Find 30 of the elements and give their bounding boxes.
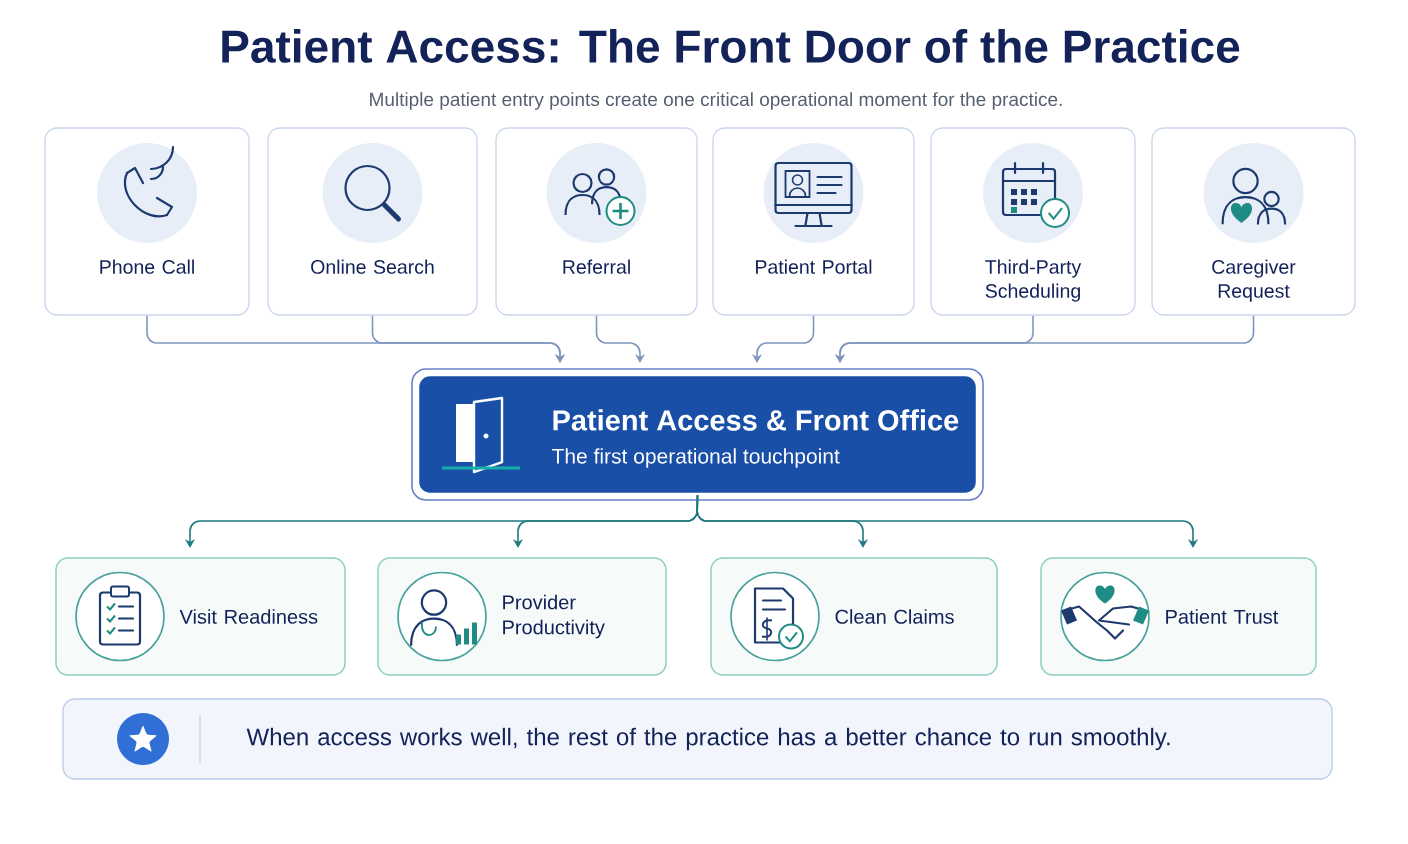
card-label: Patient Trust bbox=[1166, 609, 1279, 624]
outcome-card bbox=[1040, 557, 1317, 676]
entry-point-card bbox=[267, 127, 478, 316]
entry-point-card bbox=[44, 127, 250, 316]
entry-point-card bbox=[712, 127, 915, 316]
card-label: Visit Readiness bbox=[179, 609, 318, 624]
card-label: Third-Party Scheduling bbox=[985, 259, 1082, 302]
hub-box bbox=[411, 368, 984, 501]
title: Patient Access: The Front Door of the Practice bbox=[222, 29, 1240, 63]
connector-arrow bbox=[595, 314, 646, 363]
card-label: Provider Productivity bbox=[503, 594, 605, 639]
card-label: Online Search bbox=[311, 259, 434, 274]
connector-arrow bbox=[371, 314, 566, 363]
entry-point-card bbox=[930, 127, 1136, 316]
card-label: Clean Claims bbox=[835, 609, 954, 624]
hub-title: Patient Access & Front Office bbox=[553, 409, 959, 431]
card-label: Caregiver Request bbox=[1212, 259, 1296, 302]
hub-subtitle: The first operational touchpoint bbox=[552, 448, 840, 468]
card-label: Referral bbox=[563, 259, 630, 274]
outcome-card bbox=[710, 557, 998, 676]
connector-arrow bbox=[696, 494, 1199, 548]
outcome-card bbox=[55, 557, 346, 676]
entry-point-card bbox=[495, 127, 698, 316]
card-label: Patient Portal bbox=[756, 259, 872, 274]
entry-point-card bbox=[1151, 127, 1356, 316]
callout-text: When access works well, the rest of the practice has a better chance to run smoothly. bbox=[246, 727, 1170, 751]
callout-banner bbox=[62, 698, 1333, 780]
subtitle: Multiple patient entry points create one critical operational moment for the practice. bbox=[370, 92, 1062, 110]
outcome-card bbox=[377, 557, 667, 676]
card-label: Phone Call bbox=[100, 259, 194, 274]
